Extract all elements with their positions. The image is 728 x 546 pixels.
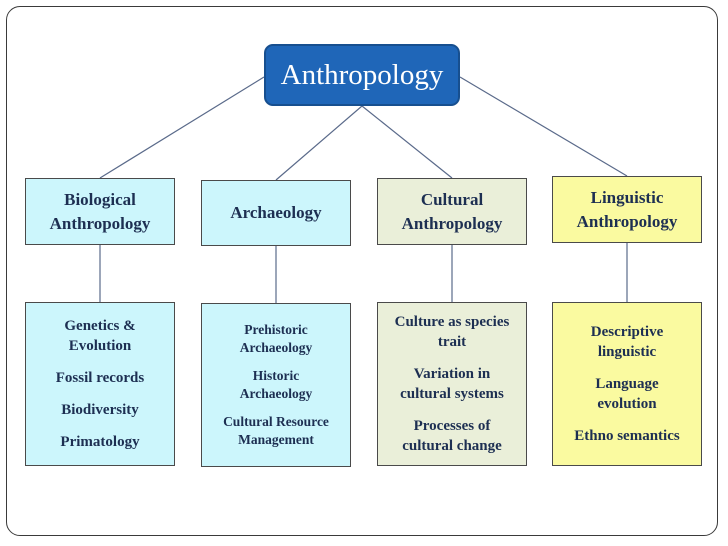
detail-item: Primatology	[60, 432, 139, 452]
details-cultural-anthropology: Culture as species trait Variation in cu…	[377, 302, 527, 466]
detail-item: Prehistoric Archaeology	[240, 321, 313, 357]
detail-line: cultural systems	[400, 386, 504, 402]
connector-root-cultural	[361, 105, 453, 179]
detail-line: linguistic	[597, 344, 657, 360]
detail-line: Archaeology	[239, 340, 313, 355]
category-label-line1: Biological	[64, 189, 136, 209]
detail-line: Historic	[252, 368, 300, 383]
detail-line: Prehistoric	[244, 322, 308, 337]
detail-item: Ethno semantics	[574, 426, 679, 446]
detail-item: Culture as species trait	[395, 312, 510, 352]
detail-line: Archaeology	[239, 386, 313, 401]
category-label-line1: Cultural	[420, 189, 484, 209]
detail-item: Historic Archaeology	[240, 367, 313, 403]
detail-item: Fossil records	[56, 368, 144, 388]
detail-line: Primatology	[60, 434, 140, 450]
detail-line: evolution	[597, 396, 657, 412]
detail-item: Genetics & Evolution	[64, 316, 135, 356]
category-archaeology: Archaeology	[201, 180, 351, 246]
detail-item: Descriptive linguistic	[591, 322, 663, 362]
detail-line: Cultural Resource	[223, 414, 329, 429]
detail-line: Culture as species	[394, 314, 510, 330]
root-label: Anthropology	[280, 58, 444, 91]
detail-line: cultural change	[402, 438, 502, 454]
detail-line: Variation in	[413, 366, 491, 382]
category-label-line2: Anthropology	[49, 213, 151, 233]
detail-line: Ethno semantics	[574, 428, 680, 444]
detail-line: Processes of	[413, 418, 491, 434]
details-archaeology: Prehistoric Archaeology Historic Archaeo…	[201, 303, 351, 467]
detail-line: trait	[437, 334, 467, 350]
category-cultural-anthropology: Cultural Anthropology	[377, 178, 527, 245]
detail-item: Processes of cultural change	[402, 416, 502, 456]
details-linguistic-anthropology: Descriptive linguistic Language evolutio…	[552, 302, 702, 466]
connector-root-archaeology	[275, 105, 363, 181]
category-label-line1: Archaeology	[230, 203, 322, 222]
detail-line: Language	[595, 376, 659, 392]
detail-item: Cultural Resource Management	[223, 413, 329, 449]
details-biological-anthropology: Genetics & Evolution Fossil records Biod…	[25, 302, 175, 466]
category-label-line2: Anthropology	[401, 213, 503, 233]
connector-root-biological	[99, 76, 265, 179]
detail-item: Variation in cultural systems	[400, 364, 504, 404]
category-linguistic-anthropology: Linguistic Anthropology	[552, 176, 702, 243]
category-label-line1: Linguistic	[590, 187, 664, 207]
detail-line: Evolution	[68, 338, 132, 354]
detail-line: Management	[238, 432, 314, 447]
detail-line: Descriptive	[590, 324, 664, 340]
detail-line: Biodiversity	[61, 402, 139, 418]
detail-line: Genetics &	[64, 318, 136, 334]
detail-line: Fossil records	[55, 370, 145, 386]
connector-root-linguistic	[459, 76, 628, 177]
category-biological-anthropology: Biological Anthropology	[25, 178, 175, 245]
root-node: Anthropology	[264, 44, 460, 106]
detail-item: Language evolution	[595, 374, 658, 414]
category-label-line2: Anthropology	[576, 211, 678, 231]
detail-item: Biodiversity	[61, 400, 139, 420]
